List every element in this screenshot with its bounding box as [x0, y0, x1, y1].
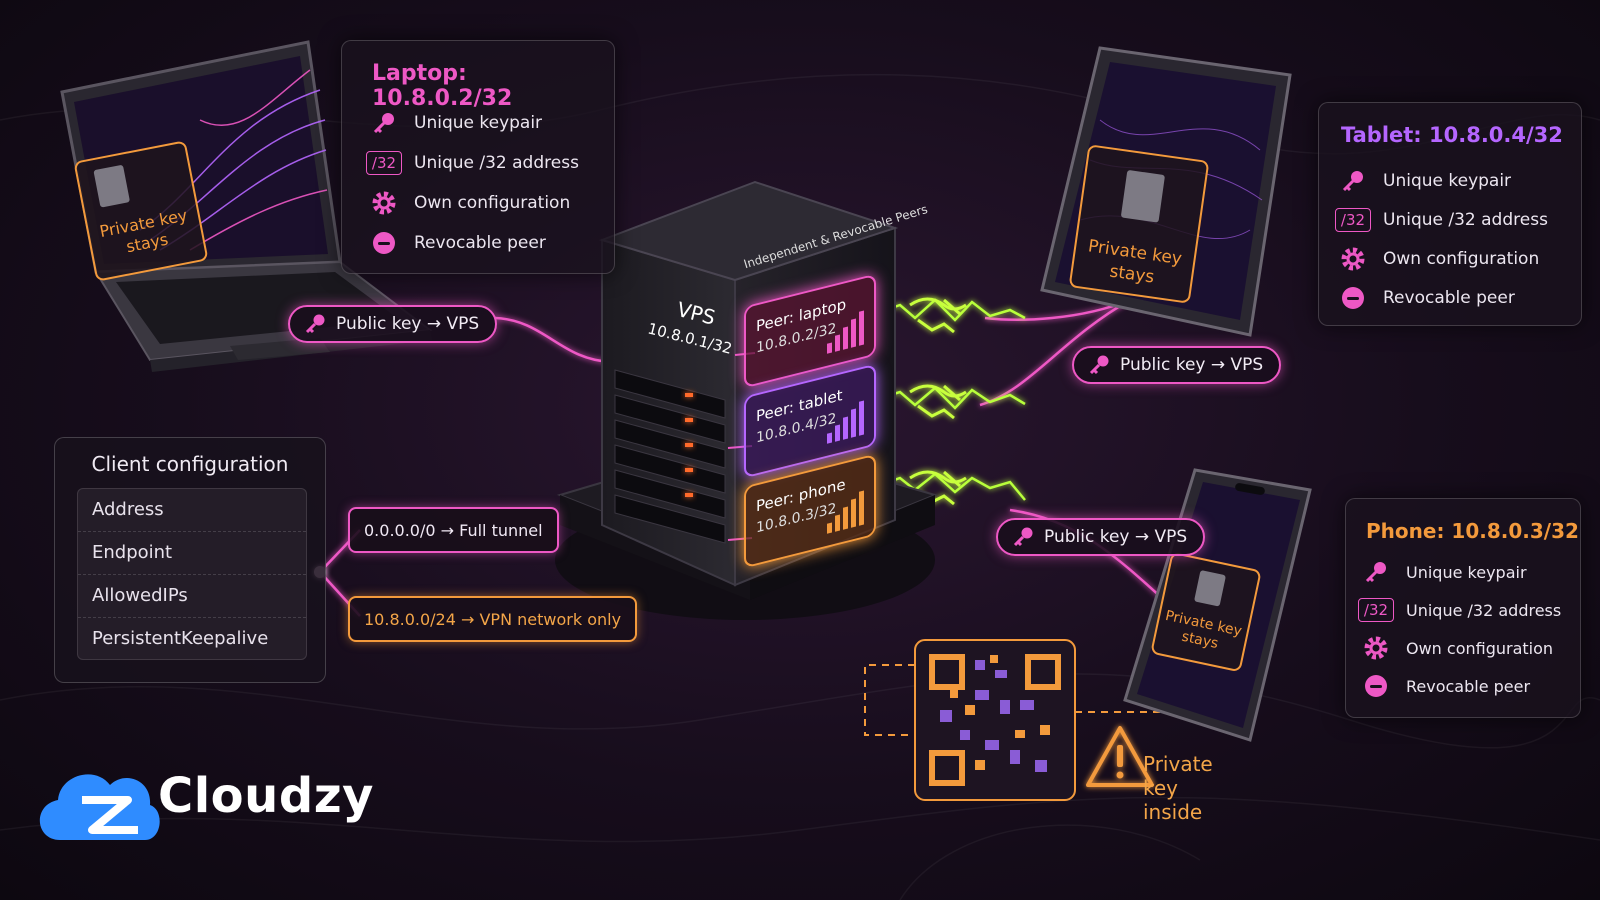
- feature-label: Revocable peer: [1383, 287, 1515, 308]
- key-icon: [1088, 354, 1110, 376]
- pill-label: Public key → VPS: [1120, 355, 1264, 375]
- slash32-icon: /32: [365, 151, 403, 175]
- feature-label: Unique /32 address: [414, 153, 579, 173]
- config-field-list: Address Endpoint AllowedIPs PersistentKe…: [77, 488, 307, 660]
- feature-label: Unique keypair: [414, 113, 543, 133]
- config-field: PersistentKeepalive: [92, 628, 269, 649]
- route-vpn-only: 10.8.0.0/24 → VPN network only: [348, 596, 638, 642]
- qr-code-icon: [914, 639, 1076, 801]
- private-key-label: Private key stays: [1086, 236, 1184, 288]
- panel-title: Tablet: 10.8.0.4/32: [1341, 123, 1563, 147]
- minus-circle-icon: [373, 232, 395, 254]
- file-key-icon: [1120, 169, 1166, 223]
- private-key-label: Private key stays: [97, 205, 189, 257]
- feature-label: Unique keypair: [1383, 170, 1512, 191]
- phone-public-key-pill: Public key → VPS: [996, 518, 1206, 556]
- slash32-icon: /32: [1357, 598, 1395, 622]
- gear-icon: [364, 188, 404, 218]
- private-key-label: Private key stays: [1163, 607, 1244, 653]
- feature-label: Own configuration: [414, 193, 571, 213]
- pill-label: Public key → VPS: [1044, 527, 1188, 547]
- key-icon: [304, 313, 326, 335]
- panel-title: Phone: 10.8.0.3/32: [1366, 519, 1579, 543]
- brand-name: Cloudzy: [158, 768, 374, 824]
- panel-title: Laptop: 10.8.0.2/32: [372, 61, 513, 111]
- tablet-private-key-card: Private key stays: [1068, 144, 1210, 304]
- client-configuration-panel: Client configuration Address Endpoint Al…: [54, 437, 326, 683]
- file-key-icon: [1193, 569, 1227, 607]
- minus-circle-icon: [1342, 286, 1364, 309]
- feature-label: Own configuration: [1383, 248, 1540, 269]
- laptop-info-panel: Laptop: 10.8.0.2/32 Unique keypair /32 Un…: [341, 40, 615, 274]
- feature-label: Revocable peer: [1406, 676, 1531, 696]
- feature-label: Revocable peer: [414, 233, 546, 253]
- tablet-public-key-pill: Public key → VPS: [1072, 346, 1282, 384]
- key-icon: [1012, 526, 1034, 548]
- config-field: Endpoint: [78, 532, 306, 575]
- config-field: AllowedIPs: [78, 575, 306, 618]
- qr-warning-label: Private key inside: [1143, 752, 1213, 824]
- laptop-public-key-pill: Public key → VPS: [288, 305, 498, 343]
- key-icon: [1333, 166, 1373, 196]
- gear-icon: [1356, 633, 1396, 663]
- feature-label: Unique /32 address: [1406, 600, 1562, 620]
- config-title: Client configuration: [91, 452, 289, 476]
- feature-label: Unique keypair: [1406, 562, 1527, 582]
- key-icon: [364, 108, 404, 138]
- tablet-info-panel: Tablet: 10.8.0.4/32 Unique keypair /32 Un…: [1318, 102, 1582, 326]
- laptop-private-key-card: Private key stays: [73, 140, 209, 282]
- file-key-icon: [93, 164, 131, 208]
- cloudzy-logo-icon: [39, 774, 160, 840]
- config-field: Address: [78, 489, 306, 532]
- minus-circle-icon: [1365, 675, 1387, 697]
- slash32-icon: /32: [1334, 207, 1372, 232]
- warning-icon: [1086, 726, 1154, 787]
- feature-label: Unique /32 address: [1383, 209, 1548, 230]
- route-full-tunnel: 0.0.0.0/0 → Full tunnel: [348, 507, 559, 553]
- pill-label: Public key → VPS: [336, 314, 480, 334]
- feature-label: Own configuration: [1406, 638, 1554, 658]
- key-icon: [1356, 557, 1396, 587]
- phone-info-panel: Phone: 10.8.0.3/32 Unique keypair /32 Uni…: [1345, 498, 1581, 718]
- gear-icon: [1333, 244, 1373, 274]
